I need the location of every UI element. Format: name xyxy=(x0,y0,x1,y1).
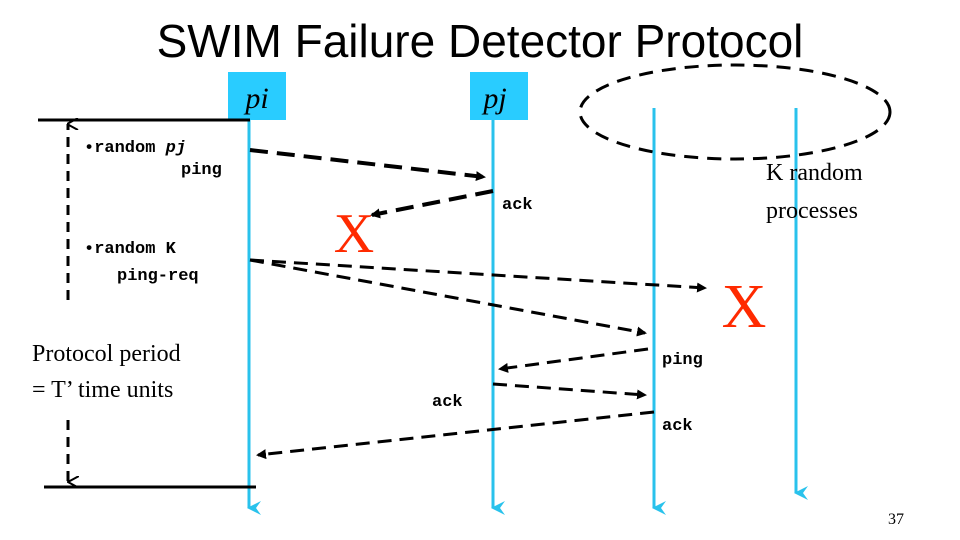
k-group-label-line2: processes xyxy=(766,198,858,224)
pj-label-box xyxy=(470,72,528,120)
failure-mark-ack-lost: X xyxy=(334,203,374,265)
msg-ack-pj-to-pi-lost xyxy=(370,189,494,219)
pi-label: pi xyxy=(243,82,268,115)
msg-ping-pi-to-pj xyxy=(249,148,486,182)
k-processes-ellipse xyxy=(578,63,892,161)
msg-label-ping-k: ping xyxy=(662,351,703,370)
bullet-ping-label: ping xyxy=(181,161,222,180)
msg-ack-pj-to-k1 xyxy=(492,382,647,400)
msg-ack-k1-to-pi xyxy=(256,410,655,460)
msg-label-ack-k: ack xyxy=(662,417,693,436)
msg-pingreq-to-k1 xyxy=(249,258,647,337)
bullet-random-pj-prefix: random xyxy=(94,139,165,158)
protocol-period-line1: Protocol period xyxy=(32,341,181,367)
bullet-random-k: •random K xyxy=(84,240,177,259)
bullet-random-k-text: random K xyxy=(94,240,176,259)
pi-label-box xyxy=(228,72,286,120)
protocol-period-line2: = T’ time units xyxy=(32,377,173,403)
pj-label: pj xyxy=(481,82,506,115)
slide-title: SWIM Failure Detector Protocol xyxy=(156,15,804,67)
msg-label-ack-pj2: ack xyxy=(432,393,463,412)
bullet-random-pj-emph: pj xyxy=(165,139,186,158)
msg-ping-k1-to-pj xyxy=(498,347,649,373)
failure-mark-process-failed: X xyxy=(722,273,767,341)
bullet-random-pj: •random pj xyxy=(84,139,186,158)
msg-pingreq-to-k2 xyxy=(249,258,707,293)
page-number: 37 xyxy=(888,511,904,528)
msg-label-ack-pj: ack xyxy=(502,196,533,215)
k-group-label-line1: K random xyxy=(766,160,863,186)
bullet-ping-req-label: ping-req xyxy=(117,267,199,286)
